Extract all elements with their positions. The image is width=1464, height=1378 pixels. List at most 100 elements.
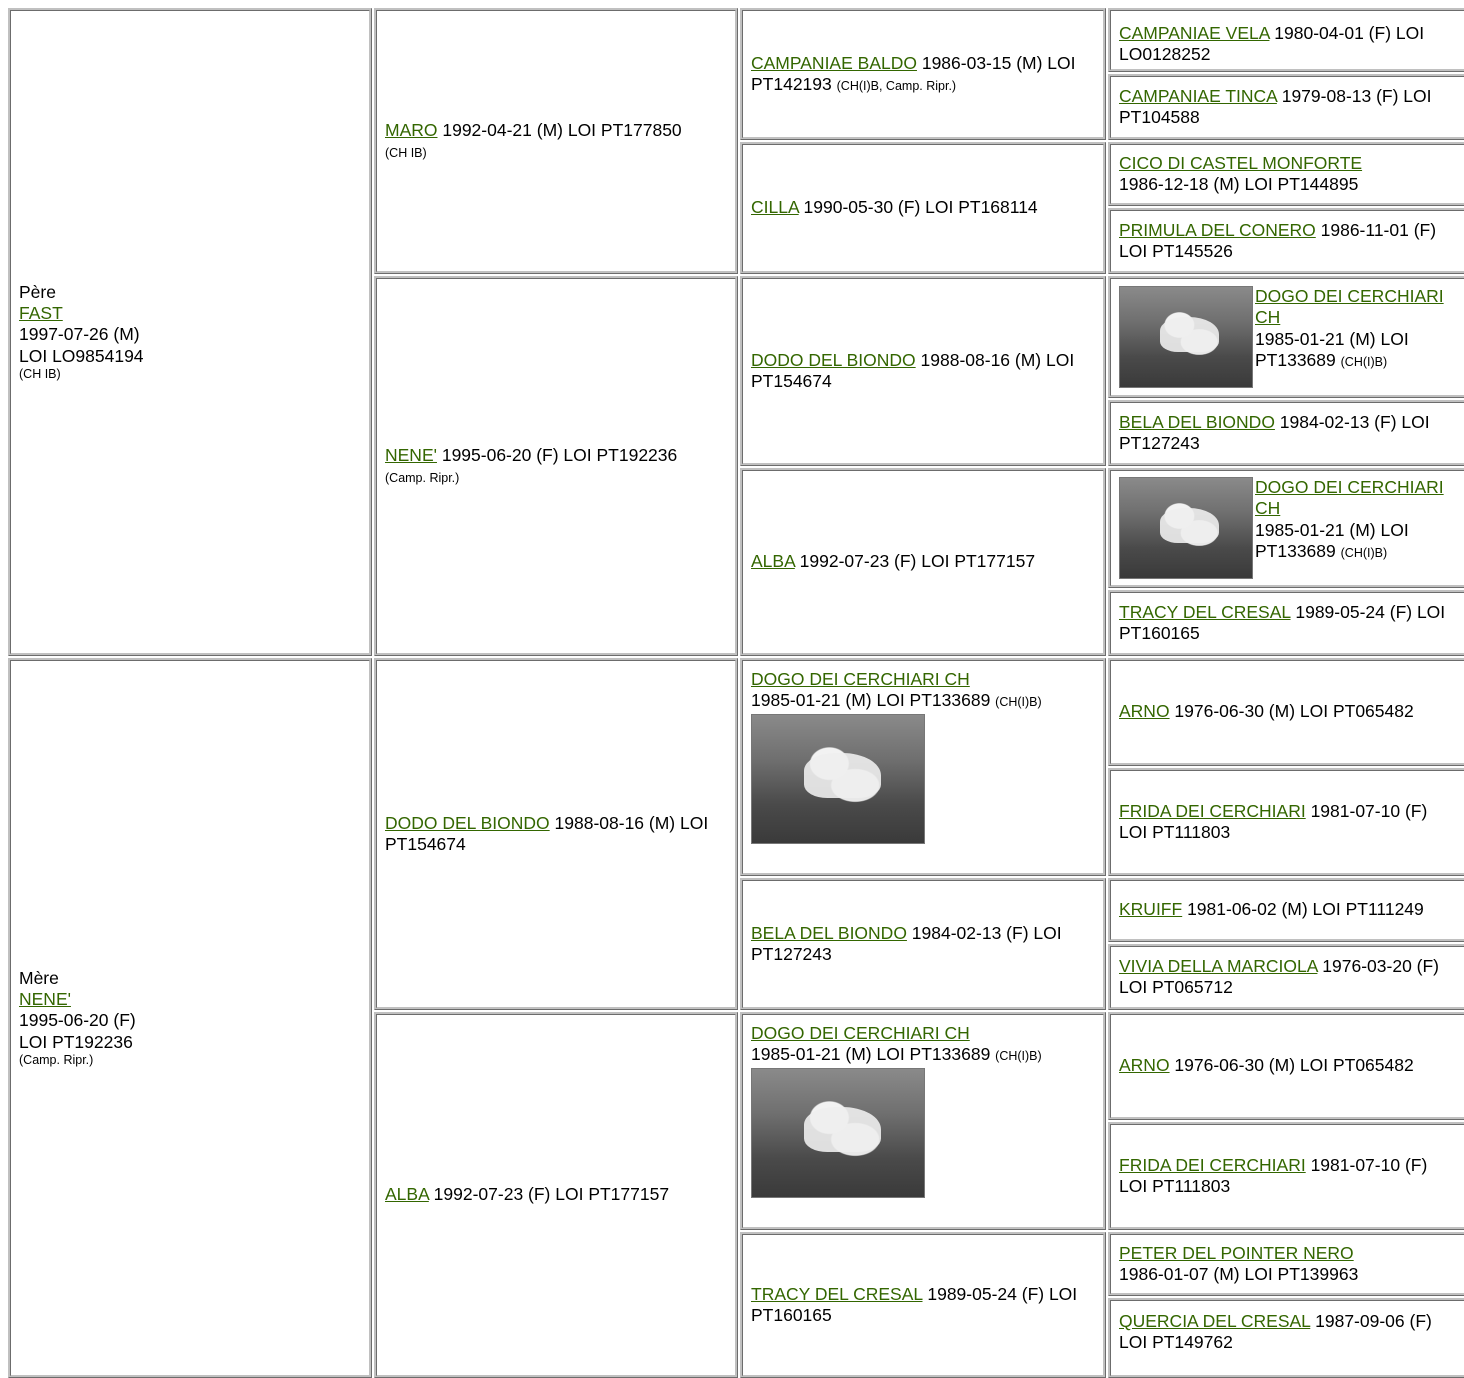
dog-name-link[interactable]: TRACY DEL CRESAL	[751, 1283, 923, 1304]
dog-name-link[interactable]: CAMPANIAE BALDO	[751, 52, 917, 73]
dog-name-link[interactable]: CAMPANIAE VELA	[1119, 23, 1270, 43]
dog-name-link[interactable]: DODO DEL BIONDO	[385, 812, 550, 833]
dog-name-link[interactable]: ALBA	[385, 1184, 429, 1205]
pedigree-cell-g3: TRACY DEL CRESAL 1989-05-24 (F) LOI PT16…	[740, 1232, 1106, 1378]
dog-name-link[interactable]: CAMPANIAE TINCA	[1119, 85, 1277, 106]
dog-info: 1980-04-01 (F) LOI LO0128252	[1119, 23, 1425, 65]
dog-name-link[interactable]: DOGO DEI CERCHIARI CH	[1255, 286, 1444, 328]
dog-info: 1981-07-10 (F) LOI PT111803	[1119, 1154, 1428, 1196]
dog-name-link[interactable]: QUERCIA DEL CRESAL	[1119, 1311, 1311, 1331]
dog-photo[interactable]	[751, 713, 925, 844]
dog-name-link[interactable]: CILLA	[751, 197, 799, 218]
pedigree-cell-g3: BELA DEL BIONDO 1984-02-13 (F) LOI PT127…	[740, 878, 1106, 1010]
dog-info: 1985-01-21 (M) LOI PT133689	[1255, 519, 1409, 562]
pedigree-cell-g2: MARO 1992-04-21 (M) LOI PT177850 (CH IB)	[374, 8, 738, 274]
dog-info: 1990-05-30 (F) LOI PT168114	[798, 197, 1038, 218]
dog-photo[interactable]	[751, 1067, 925, 1198]
dog-info: 1986-01-07 (M) LOI PT139963	[1119, 1264, 1359, 1284]
dog-name-link[interactable]: PRIMULA DEL CONERO	[1119, 219, 1316, 240]
dog-title: (CH(I)B)	[1340, 355, 1388, 370]
dog-info: 1992-07-23 (F) LOI PT177157	[794, 551, 1036, 572]
dog-info: 1986-12-18 (M) LOI PT144895	[1119, 174, 1359, 194]
dog-title: (CH(I)B)	[1340, 546, 1388, 561]
dog-info: 1976-06-30 (M) LOI PT065482	[1169, 1055, 1414, 1076]
dog-title: (CH(I)B)	[995, 695, 1042, 710]
dog-info: 1976-03-20 (F) LOI PT065712	[1119, 955, 1440, 997]
pedigree-cell-g4: CAMPANIAE VELA 1980-04-01 (F) LOI LO0128…	[1108, 8, 1464, 72]
dog-name-link[interactable]: PETER DEL POINTER NERO	[1119, 1242, 1354, 1263]
pedigree-cell-g3: CILLA 1990-05-30 (F) LOI PT168114	[740, 142, 1106, 274]
pedigree-cell-g3: DODO DEL BIONDO 1988-08-16 (M) LOI PT154…	[740, 276, 1106, 466]
dog-photo[interactable]	[1119, 477, 1253, 579]
dog-info: 1992-04-21 (M) LOI PT177850	[437, 119, 682, 140]
dog-info: 1988-08-16 (M) LOI PT154674	[751, 349, 1075, 391]
mother-name-link[interactable]: NENE'	[19, 989, 71, 1010]
father-title: (CH IB)	[19, 367, 61, 382]
pedigree-cell-g4: BELA DEL BIONDO 1984-02-13 (F) LOI PT127…	[1108, 400, 1464, 466]
dog-info: 1986-03-15 (M) LOI PT142193	[751, 52, 1076, 94]
dog-name-link[interactable]: TRACY DEL CRESAL	[1119, 601, 1291, 622]
pedigree-cell-g3: CAMPANIAE BALDO 1986-03-15 (M) LOI PT142…	[740, 8, 1106, 140]
pedigree-cell-g4: KRUIFF 1981-06-02 (M) LOI PT111249	[1108, 878, 1464, 942]
dog-info: 1988-08-16 (M) LOI PT154674	[385, 812, 709, 854]
father-role-label: Père	[19, 281, 56, 302]
dog-name-link[interactable]: DOGO DEI CERCHIARI CH	[751, 1023, 970, 1043]
dog-name-link[interactable]: NENE'	[385, 444, 437, 465]
mother-role-label: Mère	[19, 967, 59, 988]
dog-name-link[interactable]: CICO DI CASTEL MONFORTE	[1119, 152, 1363, 173]
pedigree-cell-g4: CAMPANIAE TINCA 1979-08-13 (F) LOI PT104…	[1108, 74, 1464, 140]
father-date: 1997-07-26 (M)	[19, 324, 140, 345]
pedigree-cell-g2: ALBA 1992-07-23 (F) LOI PT177157	[374, 1012, 738, 1378]
dog-name-link[interactable]: DODO DEL BIONDO	[751, 349, 916, 370]
mother-cell: Mère NENE' 1995-06-20 (F) LOI PT192236 (…	[8, 658, 372, 1378]
dog-name-link[interactable]: BELA DEL BIONDO	[751, 922, 907, 943]
father-name-link[interactable]: FAST	[19, 303, 63, 324]
dog-info: 1987-09-06 (F) LOI PT149762	[1119, 1311, 1432, 1353]
pedigree-cell-g4: TRACY DEL CRESAL 1989-05-24 (F) LOI PT16…	[1108, 590, 1464, 656]
pedigree-cell-g4: FRIDA DEI CERCHIARI 1981-07-10 (F) LOI P…	[1108, 768, 1464, 876]
dog-name-link[interactable]: VIVIA DELLA MARCIOLA	[1119, 955, 1318, 976]
mother-registration: LOI PT192236	[19, 1031, 133, 1052]
dog-name-link[interactable]: ARNO	[1119, 1055, 1170, 1076]
dog-name-link[interactable]: ALBA	[751, 551, 795, 572]
dog-info: 1985-01-21 (M) LOI PT133689	[751, 690, 996, 711]
dog-name-link[interactable]: FRIDA DEI CERCHIARI	[1119, 800, 1306, 821]
dog-title: (CH(I)B)	[995, 1049, 1042, 1064]
dog-info: 1976-06-30 (M) LOI PT065482	[1169, 701, 1414, 722]
dog-info: 1989-05-24 (F) LOI PT160165	[751, 1283, 1078, 1325]
pedigree-cell-g4: ARNO 1976-06-30 (M) LOI PT065482	[1108, 1012, 1464, 1120]
father-cell: Père FAST 1997-07-26 (M) LOI LO9854194 (…	[8, 8, 372, 656]
mother-title: (Camp. Ripr.)	[19, 1053, 94, 1068]
dog-info: 1986-11-01 (F) LOI PT145526	[1119, 219, 1437, 261]
dog-info: 1985-01-21 (M) LOI PT133689	[1255, 328, 1409, 371]
pedigree-cell-g4: VIVIA DELLA MARCIOLA 1976-03-20 (F) LOI …	[1108, 944, 1464, 1010]
dog-photo[interactable]	[1119, 286, 1253, 388]
dog-info: 1979-08-13 (F) LOI PT104588	[1119, 85, 1432, 127]
pedigree-cell-g4: ARNO 1976-06-30 (M) LOI PT065482	[1108, 658, 1464, 766]
dog-info: 1984-02-13 (F) LOI PT127243	[751, 922, 1062, 964]
dog-info: 1985-01-21 (M) LOI PT133689	[751, 1044, 996, 1065]
pedigree-cell-g4: QUERCIA DEL CRESAL 1987-09-06 (F) LOI PT…	[1108, 1298, 1464, 1378]
dog-name-link[interactable]: BELA DEL BIONDO	[1119, 411, 1275, 432]
pedigree-cell-g4: FRIDA DEI CERCHIARI 1981-07-10 (F) LOI P…	[1108, 1122, 1464, 1230]
dog-title: (Camp. Ripr.)	[385, 471, 460, 485]
dog-info: 1995-06-20 (F) LOI PT192236	[436, 444, 678, 465]
dog-name-link[interactable]: DOGO DEI CERCHIARI CH	[1255, 477, 1444, 519]
pedigree-cell-g4: PRIMULA DEL CONERO 1986-11-01 (F) LOI PT…	[1108, 208, 1464, 274]
dog-name-link[interactable]: FRIDA DEI CERCHIARI	[1119, 1154, 1306, 1175]
dog-name-link[interactable]: KRUIFF	[1119, 899, 1183, 920]
dog-info: 1992-07-23 (F) LOI PT177157	[428, 1184, 670, 1205]
dog-name-link[interactable]: ARNO	[1119, 701, 1170, 722]
dog-title: (CH(I)B, Camp. Ripr.)	[836, 79, 957, 93]
dog-name-link[interactable]: DOGO DEI CERCHIARI CH	[751, 669, 970, 689]
pedigree-cell-g2: NENE' 1995-06-20 (F) LOI PT192236 (Camp. …	[374, 276, 738, 656]
dog-name-link[interactable]: MARO	[385, 119, 438, 140]
dog-info: 1984-02-13 (F) LOI PT127243	[1119, 411, 1430, 453]
dog-title: (CH IB)	[385, 146, 427, 160]
dog-info: 1989-05-24 (F) LOI PT160165	[1119, 601, 1446, 643]
